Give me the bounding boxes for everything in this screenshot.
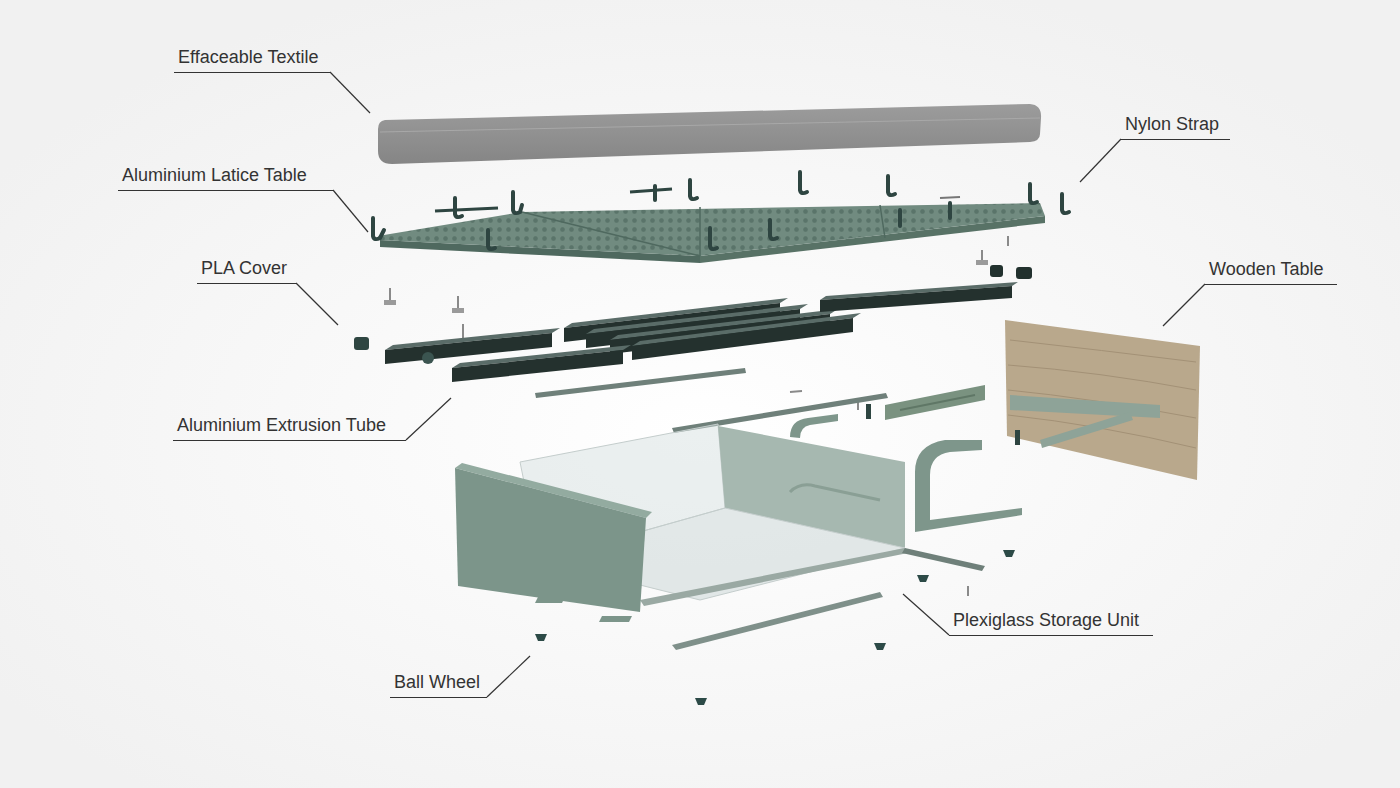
ball-wheel	[535, 634, 547, 641]
strap-hook	[800, 172, 807, 193]
textile-cushion	[378, 104, 1041, 164]
strap-hook	[488, 230, 495, 249]
pla-cover	[990, 265, 1003, 277]
wood-grain	[1010, 340, 1196, 362]
textile-seam	[380, 118, 1040, 132]
pla-cover	[354, 337, 369, 350]
strap-hook	[1062, 194, 1069, 213]
part-label: Ball Wheel	[390, 671, 487, 698]
wood-arm	[1040, 412, 1133, 448]
strap-hook	[513, 192, 522, 213]
wood-grain	[1008, 365, 1196, 390]
angle-bracket	[452, 308, 464, 313]
part-label: Aluminium Extrusion Tube	[173, 414, 406, 441]
part-label: Wooden Table	[1205, 258, 1337, 285]
angle-bracket	[384, 300, 396, 305]
ball-wheel	[695, 698, 707, 705]
strap-hook	[653, 186, 657, 200]
ball-wheel	[1003, 550, 1015, 557]
part-label: Effaceable Textile	[174, 46, 330, 73]
wood-grain	[1008, 415, 1196, 448]
panel-seam	[699, 207, 701, 256]
part-label: PLA Cover	[197, 257, 296, 284]
lattice-table	[378, 203, 1045, 256]
drawer-rail	[885, 385, 985, 420]
leader-line	[1080, 139, 1121, 182]
leader-line	[333, 190, 368, 232]
screw	[457, 296, 459, 310]
c-bracket	[790, 414, 838, 438]
strap-hook	[710, 228, 717, 249]
leader-line	[487, 656, 530, 697]
extrusion-tube	[820, 286, 1012, 312]
panel-notch	[790, 485, 880, 500]
c-bracket	[915, 440, 1022, 532]
leader-line	[406, 398, 451, 440]
front-panel	[455, 468, 646, 612]
strap-hook	[690, 180, 697, 199]
leader-line	[330, 72, 370, 113]
screw	[462, 324, 464, 338]
strap-hook	[1030, 184, 1037, 203]
flat-strip	[672, 592, 883, 650]
panel-seam	[880, 205, 885, 238]
screw	[790, 391, 802, 392]
extrusion-tube	[632, 318, 853, 360]
screw	[967, 586, 969, 596]
leader-line	[903, 594, 949, 635]
wood-bracket	[1010, 395, 1160, 418]
pla-cover	[1016, 267, 1032, 279]
part-label: Nylon Strap	[1121, 113, 1230, 140]
leader-line	[1163, 284, 1205, 326]
strap-hook	[948, 203, 952, 218]
wooden-table	[1005, 320, 1200, 480]
wood-grain	[1008, 390, 1196, 418]
angle-bracket	[976, 260, 988, 265]
screw	[1007, 236, 1009, 246]
nylon-strap	[630, 189, 672, 192]
panel-seam	[522, 212, 700, 256]
tube-knob	[422, 352, 434, 364]
flat-strip	[902, 548, 985, 571]
peg	[1015, 430, 1020, 445]
tab	[599, 616, 632, 622]
rail-slot	[900, 395, 975, 410]
nylon-strap	[940, 197, 960, 198]
peg	[866, 404, 871, 419]
strap-hook	[770, 220, 777, 239]
part-label: Aluminium Latice Table	[118, 164, 333, 191]
tab	[535, 597, 565, 603]
ball-wheel	[917, 575, 929, 582]
leader-line	[296, 283, 338, 325]
flat-strip	[535, 368, 746, 398]
strap-hook	[455, 198, 462, 217]
part-label: Plexiglass Storage Unit	[949, 609, 1153, 636]
nylon-strap	[435, 208, 498, 211]
strap-hook	[888, 176, 895, 195]
strap-hook	[898, 210, 902, 226]
screw	[389, 288, 391, 300]
strap-hook	[373, 218, 384, 239]
extrusion-tube	[452, 350, 623, 382]
ball-wheel	[874, 643, 886, 650]
